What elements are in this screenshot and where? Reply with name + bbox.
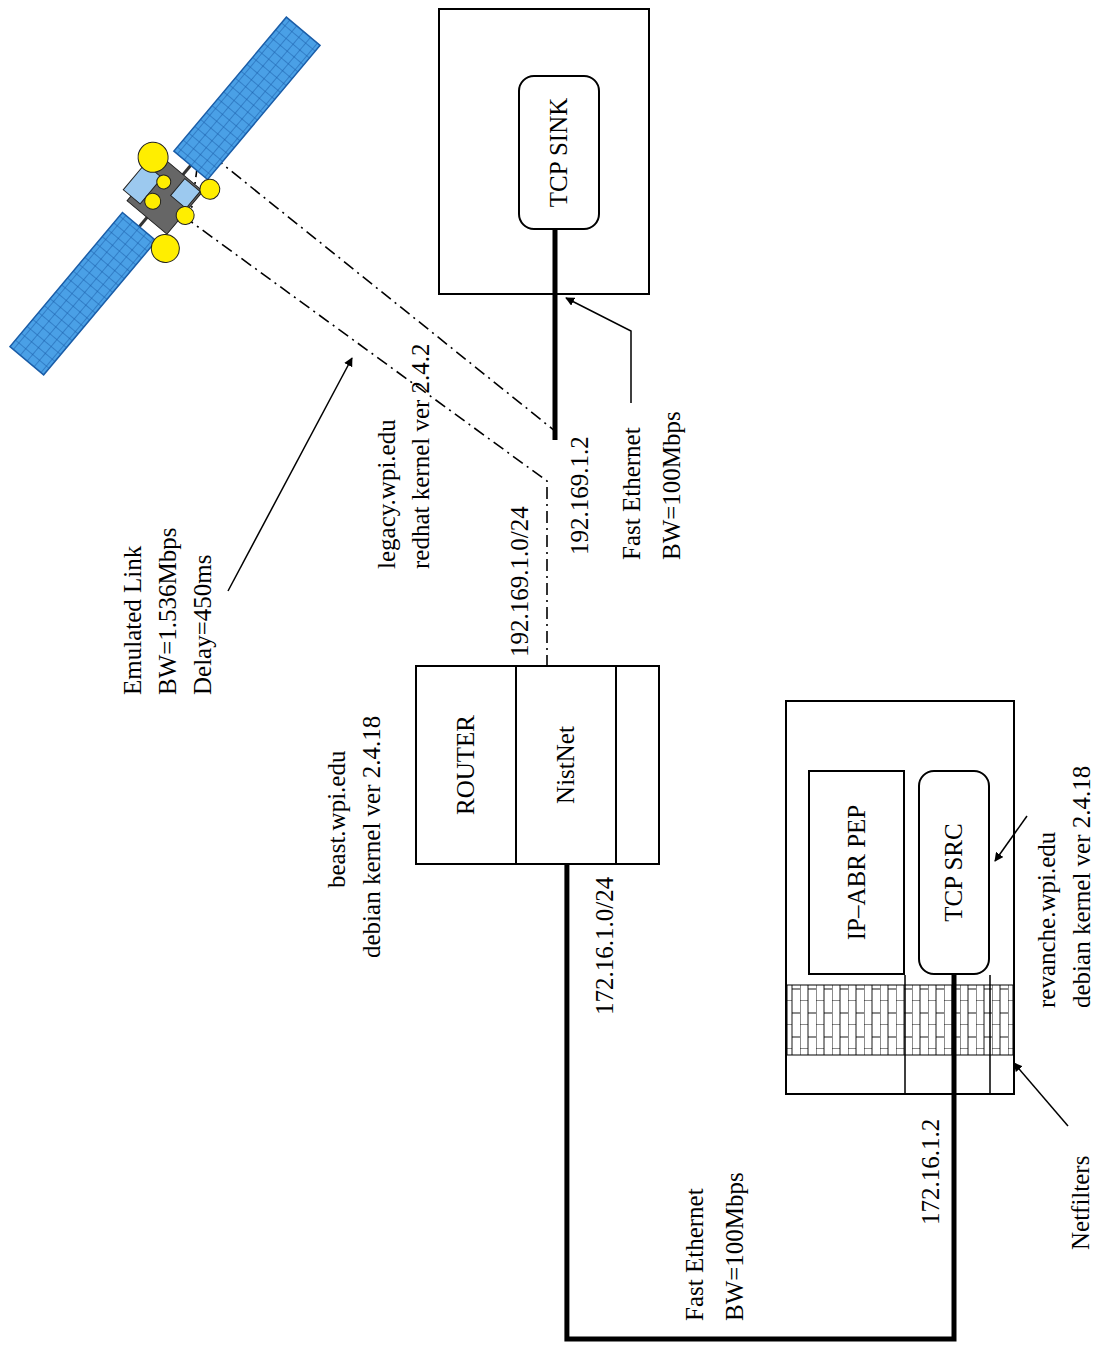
link-label: BW=100Mbps [720,1172,750,1321]
link-label: Netfilters [1066,1156,1096,1250]
link-label: 192.169.1.2 [565,436,595,555]
solar-panel [10,213,156,375]
node-label: TCP SRC [939,823,969,921]
host-box: beast.wpi.edudebian kernel ver 2.4.18ROU… [415,665,660,865]
host-box: legacy.wpi.eduredhat kernel ver 2.4.2TCP… [438,8,650,295]
netfilter-band [787,985,1013,1055]
node-label: TCP SINK [544,98,574,208]
satellite-illustration [0,0,340,392]
host-heading: debian kernel ver 2.4.18 [1067,766,1097,1008]
link-label: Delay=450ms [188,555,218,695]
antenna-dish [146,229,185,268]
host-heading: debian kernel ver 2.4.18 [357,716,387,958]
node-label: NistNet [551,726,581,804]
antenna-dish [172,203,197,228]
link-label: 172.16.1.0/24 [590,877,620,1015]
process-box: TCP SRC [918,770,990,975]
antenna-dish [141,190,164,213]
link-label: Emulated Link [118,546,148,695]
link-label: BW=100Mbps [657,411,687,560]
antenna-dish [196,175,224,203]
connector-layer [190,146,954,1339]
link-label: BW=1.536Mbps [153,527,183,695]
node-label: IP–ABR PEP [842,805,872,940]
leader-line [566,298,631,403]
host-heading: beast.wpi.edu [322,751,352,888]
satellite-link [190,146,555,667]
leader-line [995,816,1027,861]
link-label: 172.16.1.2 [916,1119,946,1225]
box-divider [905,975,990,1093]
leader-line [1014,1063,1068,1126]
process-box: TCP SINK [518,75,600,230]
host-heading: revanche.wpi.edu [1032,832,1062,1008]
node-label: ROUTER [451,715,481,815]
antenna-dish [154,172,174,192]
module-cell: NistNet [517,667,617,863]
ethernet-wire [553,230,558,440]
module-box: IP–ABR PEP [808,770,905,975]
module-cell: ROUTER [417,667,517,863]
host-heading: redhat kernel ver 2.4.2 [406,343,436,569]
satellite-module [171,179,200,209]
link-label: Fast Ethernet [680,1188,710,1321]
leader-line [228,358,352,591]
antenna-dish [132,136,174,178]
link-label: 192.169.1.0/24 [505,506,535,657]
solar-panel [174,17,320,179]
host-box: revanche.wpi.edudebian kernel ver 2.4.18… [785,700,1015,1095]
link-label: Fast Ethernet [617,427,647,560]
host-heading: legacy.wpi.edu [372,419,402,569]
